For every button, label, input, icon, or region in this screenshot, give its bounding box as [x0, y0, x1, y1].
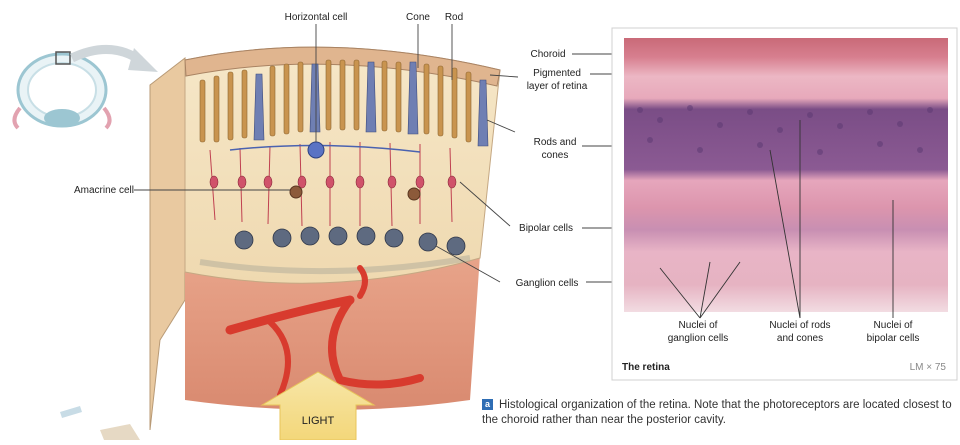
label-ganglion-cells: Ganglion cells	[516, 278, 579, 289]
label-rods-cones-1: Rods and	[534, 137, 577, 148]
micrograph-title: The retina	[622, 362, 670, 373]
light-label: LIGHT	[302, 415, 335, 427]
decorative-shape	[60, 406, 140, 440]
label-pigmented-1: Pigmented	[533, 68, 581, 79]
label-nuclei-bipolar-2: bipolar cells	[867, 333, 920, 344]
micrograph: Nuclei of ganglion cells Nuclei of rods …	[612, 28, 957, 380]
horizontal-cell	[308, 142, 324, 158]
label-nuclei-rods-2: and cones	[777, 333, 823, 344]
amacrine-cell-body	[290, 186, 302, 198]
label-rods-cones-2: cones	[542, 150, 569, 161]
label-horizontal-cell: Horizontal cell	[285, 12, 348, 23]
label-bipolar-cells: Bipolar cells	[519, 223, 573, 234]
label-cone: Cone	[406, 12, 430, 23]
label-choroid: Choroid	[530, 49, 565, 60]
bracket-lines	[490, 40, 624, 300]
label-nuclei-rods-1: Nuclei of rods	[769, 320, 830, 331]
eye-icon	[14, 52, 109, 128]
micrograph-magnification: LM × 75	[910, 362, 947, 373]
label-pigmented-2: layer of retina	[527, 81, 588, 92]
label-rod: Rod	[445, 12, 463, 23]
caption-tag: a	[482, 399, 493, 410]
micrograph-image	[624, 38, 948, 312]
label-nuclei-ganglion-1: Nuclei of	[679, 320, 718, 331]
caption-text: Histological organization of the retina.…	[482, 399, 952, 426]
label-amacrine-cell: Amacrine cell	[74, 185, 134, 196]
label-nuclei-bipolar-1: Nuclei of	[874, 320, 913, 331]
label-nuclei-ganglion-2: ganglion cells	[668, 333, 729, 344]
